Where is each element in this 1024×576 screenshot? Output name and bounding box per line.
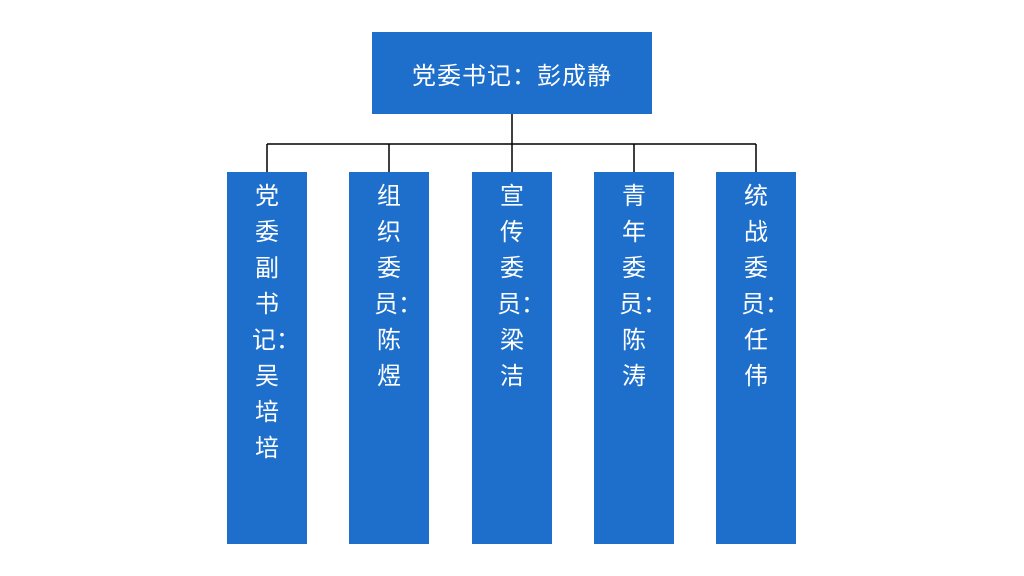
publicity-member-label: 宣传委员：梁 洁 [497, 182, 548, 390]
united-front-member-label: 统战委员：任 伟 [741, 182, 792, 390]
organization-member-label: 组织委员：陈 煜 [374, 182, 425, 390]
youth-member-label: 青年委员：陈 涛 [619, 182, 670, 390]
youth-member-box: 青年委员：陈 涛 [594, 172, 674, 544]
united-front-member-box: 统战委员：任 伟 [716, 172, 796, 544]
party-secretary-label: 党委书记：彭成静 [412, 61, 612, 90]
deputy-secretary-label: 党委副书记：吴培培 [252, 182, 300, 462]
party-secretary-box: 党委书记：彭成静 [372, 32, 652, 114]
publicity-member-box: 宣传委员：梁 洁 [472, 172, 552, 544]
deputy-secretary-box: 党委副书记：吴培培 [227, 172, 307, 544]
organization-member-box: 组织委员：陈 煜 [349, 172, 429, 544]
